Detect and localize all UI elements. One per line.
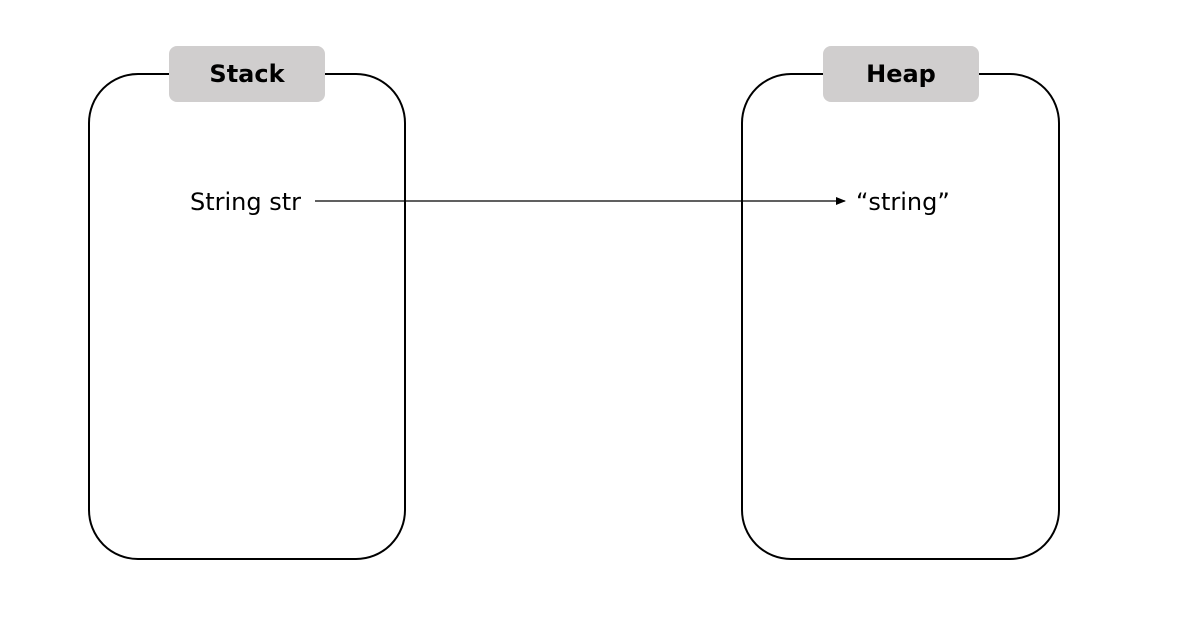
- stack-region: [88, 73, 406, 560]
- stack-title: Stack: [169, 46, 325, 102]
- heap-region: [741, 73, 1060, 560]
- stack-variable-label: String str: [190, 188, 302, 216]
- heap-title: Heap: [823, 46, 979, 102]
- heap-value-label: “string”: [856, 188, 950, 216]
